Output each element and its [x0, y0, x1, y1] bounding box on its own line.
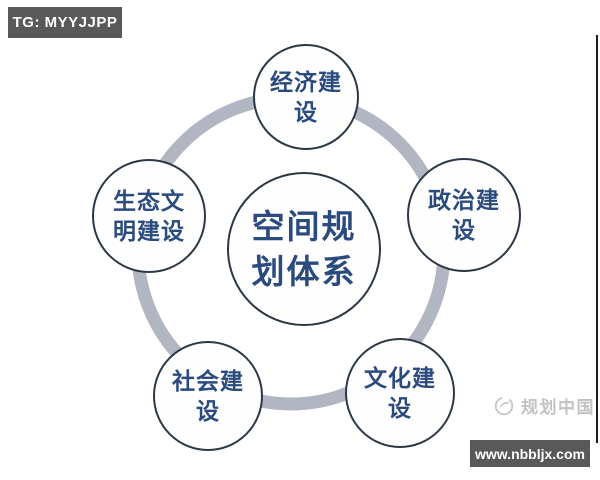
- website-url-badge: www.nbbljx.com: [470, 440, 590, 467]
- node-spatial-planning-system: 空间规 划体系: [227, 172, 381, 326]
- node-ecological-civilization-construction: 生态文 明建设: [92, 159, 206, 273]
- planning-china-logo-icon: [494, 396, 514, 415]
- tg-badge: TG: MYYJJPP: [8, 7, 122, 38]
- node-label: 经济建 设: [270, 69, 342, 125]
- right-edge-divider: [596, 35, 598, 443]
- node-label: 生态文 明建设: [113, 188, 185, 244]
- node-cultural-construction: 文化建 设: [345, 338, 455, 448]
- node-economic-construction: 经济建 设: [253, 44, 359, 150]
- node-social-construction: 社会建 设: [153, 341, 263, 451]
- node-label: 政治建 设: [428, 187, 500, 243]
- website-url-label: www.nbbljx.com: [475, 445, 585, 462]
- node-political-construction: 政治建 设: [407, 158, 521, 272]
- node-label: 社会建 设: [172, 368, 244, 424]
- watermark: 规划中国: [493, 393, 595, 418]
- tg-badge-label: TG: MYYJJPP: [12, 14, 118, 31]
- node-label: 文化建 设: [364, 365, 436, 421]
- watermark-label: 规划中国: [521, 398, 595, 417]
- center-node-label: 空间规 划体系: [251, 208, 357, 290]
